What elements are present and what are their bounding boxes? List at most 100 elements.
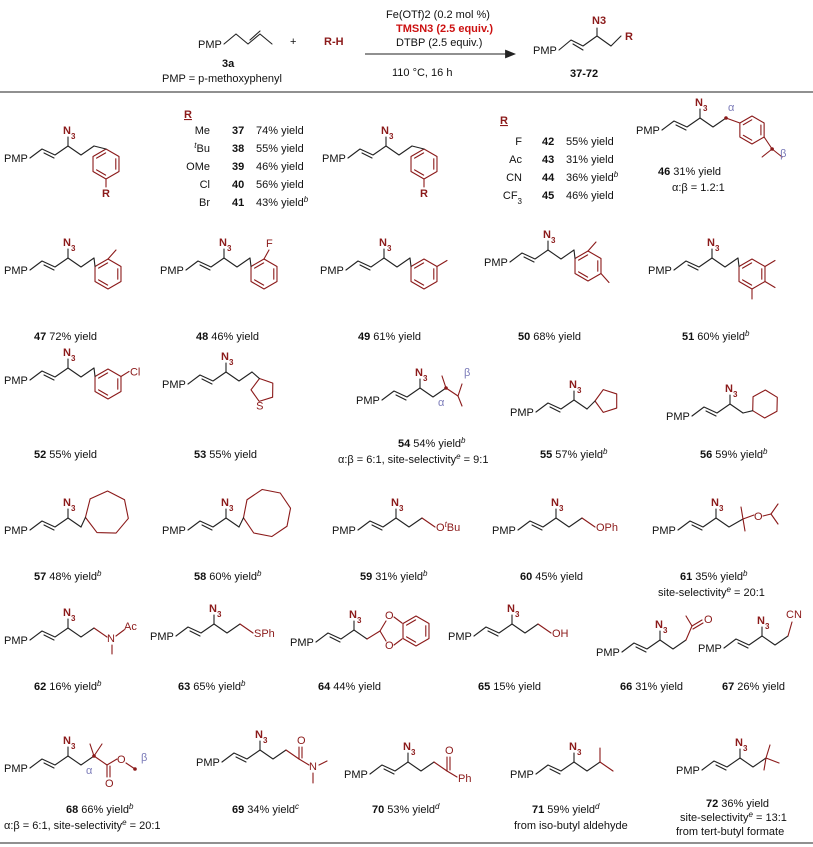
caption-57: 57 48% yieldb bbox=[34, 569, 102, 584]
alkene-double-bond bbox=[199, 264, 211, 271]
bond bbox=[225, 371, 253, 382]
bond bbox=[555, 517, 583, 528]
product-range: 37-72 bbox=[570, 68, 598, 80]
pmp-label: PMP bbox=[332, 525, 356, 537]
bond bbox=[67, 367, 95, 378]
table-a-number: 37 bbox=[232, 125, 244, 137]
bond bbox=[213, 623, 241, 634]
table-a-substituent: Br bbox=[199, 197, 210, 209]
caption-62: 62 16% yieldb bbox=[34, 679, 102, 694]
extra-54: α:β = 6:1, site-selectivitye = 9:1 bbox=[338, 452, 488, 467]
caption-54: 54 54% yieldb bbox=[398, 436, 466, 451]
methyl-bond bbox=[764, 259, 776, 268]
ether-bond bbox=[581, 517, 596, 528]
cyclohexyl-bond bbox=[742, 410, 754, 414]
pmp-label: PMP bbox=[160, 265, 184, 277]
extra-46: α:β = 1.2:1 bbox=[672, 182, 725, 194]
product-n3: N3 bbox=[592, 15, 606, 27]
aromatic-ring bbox=[410, 148, 438, 180]
pmp-label: PMP bbox=[196, 757, 220, 769]
methyl-bond bbox=[740, 506, 744, 520]
azide-label: N3 bbox=[221, 351, 234, 367]
azide-label: N3 bbox=[379, 237, 392, 253]
bond bbox=[535, 761, 575, 775]
cycloalkane-ring bbox=[84, 490, 129, 534]
radical-dot bbox=[444, 386, 448, 390]
caption-72: 72 36% yield bbox=[706, 798, 769, 810]
isopropyl-bond bbox=[762, 513, 772, 517]
tbu-ether-label: OtBu bbox=[436, 520, 460, 535]
methyl-bond bbox=[587, 241, 597, 252]
bond bbox=[225, 517, 240, 528]
table-b-yield: 55% yield bbox=[566, 136, 614, 148]
bond bbox=[383, 257, 411, 268]
pmp-label: PMP bbox=[290, 637, 314, 649]
ring-double-bond bbox=[96, 152, 107, 159]
bond bbox=[621, 639, 661, 653]
azide-label: N3 bbox=[63, 125, 76, 141]
ring-double-bond bbox=[414, 279, 425, 286]
methyl-bond bbox=[763, 757, 767, 771]
methyl-bond bbox=[765, 744, 771, 759]
extra-68: α:β = 6:1, site-selectivitye = 20:1 bbox=[4, 818, 161, 833]
bond bbox=[185, 257, 225, 271]
table-a-number: 40 bbox=[232, 179, 244, 191]
carbonyl-oxygen: O bbox=[445, 745, 454, 757]
table-b-substituent: Ac bbox=[509, 154, 522, 166]
bond bbox=[223, 257, 251, 268]
ring-double-bond bbox=[742, 134, 753, 141]
azide-label: N3 bbox=[757, 615, 770, 631]
nitrile-label: CN bbox=[786, 609, 802, 621]
methyl-bond bbox=[457, 395, 463, 407]
methyl-bond bbox=[742, 518, 746, 532]
substrate-pmp-label: PMP bbox=[198, 39, 222, 51]
alkene-double-bond bbox=[43, 634, 55, 641]
methyl-bond bbox=[770, 513, 779, 525]
acetal-bond bbox=[379, 630, 387, 642]
methyl-bond bbox=[764, 280, 776, 289]
bond bbox=[715, 517, 744, 528]
benzyl-bond bbox=[725, 117, 741, 124]
thiophenyl-label: SPh bbox=[254, 628, 275, 640]
acyl-bond bbox=[115, 629, 125, 637]
acetal-bond bbox=[366, 630, 381, 640]
cycloalkane-ring bbox=[250, 377, 274, 402]
alkene-double-bond bbox=[371, 524, 383, 531]
alpha-label: α bbox=[728, 102, 735, 114]
benzyl-bond bbox=[411, 145, 425, 150]
pmp-label: PMP bbox=[666, 411, 690, 423]
ring-double-bond bbox=[578, 271, 589, 278]
nitrogen-label: N bbox=[107, 633, 115, 645]
bond bbox=[315, 629, 355, 643]
pmp-label: PMP bbox=[162, 525, 186, 537]
benzyl-bond bbox=[737, 257, 740, 268]
table-b-substituent: CN bbox=[506, 172, 522, 184]
bond bbox=[347, 145, 387, 159]
table-a-number: 39 bbox=[232, 161, 244, 173]
bond bbox=[29, 367, 69, 381]
extra-72: site-selectivitye = 13:1 bbox=[680, 810, 787, 825]
ester-bond bbox=[106, 758, 118, 766]
ketone-chain bbox=[685, 625, 693, 641]
condition-temperature: 110 °C, 16 h bbox=[392, 67, 452, 79]
bond bbox=[673, 257, 713, 271]
pmp-label: PMP bbox=[4, 525, 28, 537]
bond bbox=[547, 249, 575, 260]
bond bbox=[345, 257, 385, 271]
bond bbox=[357, 517, 397, 531]
bond bbox=[381, 387, 421, 401]
bond bbox=[67, 145, 95, 156]
ring-double-bond bbox=[98, 372, 109, 379]
methyl-bond bbox=[89, 743, 95, 757]
benzyl-bond bbox=[409, 257, 412, 268]
azide-label: N3 bbox=[209, 603, 222, 619]
aromatic-ring bbox=[402, 615, 430, 647]
benzyl-bond bbox=[249, 257, 252, 268]
cycloheptyl-bond bbox=[80, 516, 86, 528]
substrate-diene bbox=[223, 33, 273, 45]
table-b-yield: 46% yield bbox=[566, 190, 614, 202]
caption-56: 56 59% yieldb bbox=[700, 447, 768, 462]
bond bbox=[573, 761, 601, 772]
azide-label: N3 bbox=[63, 607, 76, 623]
